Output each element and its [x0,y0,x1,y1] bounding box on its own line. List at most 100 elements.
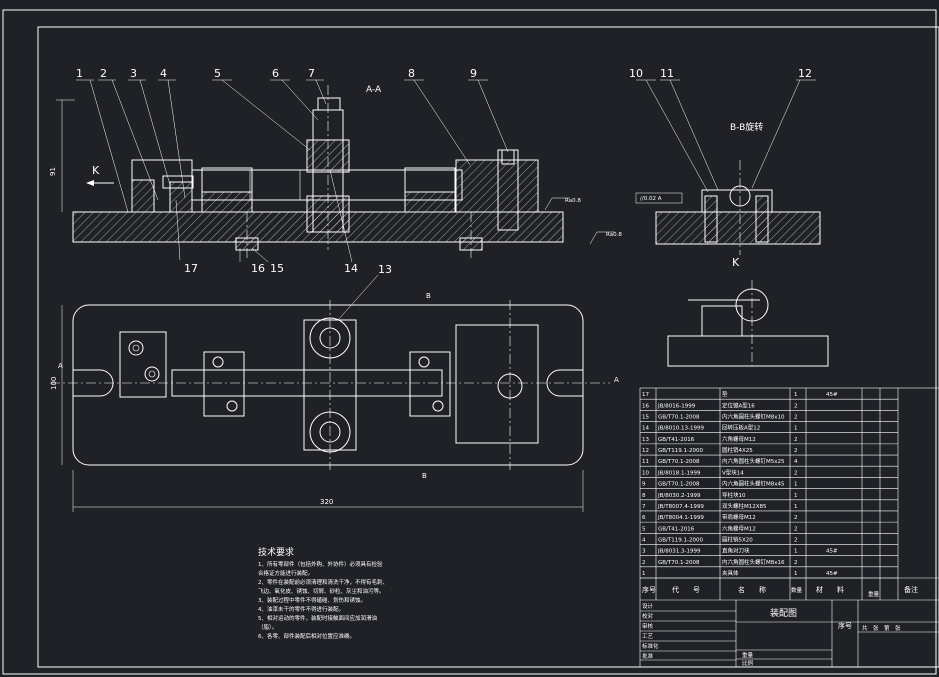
plan-slot-right [546,369,583,397]
plan-base [72,304,584,466]
plan-label-a-right: A [614,376,619,384]
balloon-6: 6 [272,67,279,80]
bom-cell-qty: 1 [794,482,798,488]
bom-cell-name: 内六角圆柱头螺钉M8x45 [722,480,785,488]
balloon-15: 15 [270,262,284,275]
bom-cell-qty: 2 [794,403,798,409]
roughness-1-symbol [544,197,570,211]
tech-line-9: 6、各零、部件装配后相对位置应准确。 [258,632,355,640]
bb-block-hatch-r [755,195,769,243]
balloon-8: 8 [408,67,415,80]
sheet-outer-frame [2,9,937,675]
balloon-13: 13 [378,263,392,276]
knife-block-hatch [131,179,155,213]
guide-bolt-head [501,149,515,165]
section-bb-label: B-B旋转 [730,121,763,133]
leader-5 [221,79,311,151]
v-block-left-hatch [201,191,253,213]
bom-cell-name: 垫 [722,390,728,398]
bom-cell-no: 3 [642,549,646,555]
bom-h-no: 序号 [642,585,656,594]
bom-cell-code: GB/T41-2016 [658,437,695,443]
section-bb-view: B-B旋转 //0.02 A K [635,121,821,269]
balloon-9: 9 [470,67,477,80]
balloon-14: 14 [344,262,358,275]
roughness-2-symbol [589,231,615,245]
tech-line-1: 1、所有零部件（包括外购、外协件）必须具有检验 [258,560,383,568]
bom-cell-no: 13 [642,437,649,443]
bom-cell-code: JB/T8004.1-1999 [657,515,704,521]
bom-cell-name: 内六角圆柱头螺钉M5x25 [722,457,785,465]
leader-10 [645,79,709,193]
bom-cell-qty: 2 [794,448,798,454]
tb-sheet: 共 张 第 张 [862,624,901,632]
bom-cell-qty: 1 [794,571,798,577]
tb-title: 装配图 [770,607,797,619]
bom-cell-name: 带肩螺母M12 [722,513,756,521]
leader-14 [329,169,353,263]
dim-100-text: 100 [50,377,58,390]
tech-line-5: 3、装配过程中零件不得磕碰、划伤和锈蚀。 [258,596,366,604]
knife-block-hatch-2 [169,181,193,213]
bom-cell-no: 6 [642,515,646,521]
leader-8 [413,79,471,166]
stud-top-nut [317,97,341,111]
tech-requirements: 技术要求 1、所有零部件（包括外购、外协件）必须具有检验 合格证方能进行装配。 … [258,546,388,640]
bom-cell-qty: 2 [794,515,798,521]
bom-cell-code: GB/T70.1-2008 [658,415,700,421]
tb-scale-label: 比例 [742,659,754,667]
plan-shaft [171,369,443,397]
bom-h-code: 代 号 [672,585,700,594]
balloon-7: 7 [308,67,315,80]
tb-left-0: 设计 [642,602,654,610]
bom-cell-name: 导柱块10 [722,491,746,499]
plan-view: A A B B 100 320 [50,292,619,512]
view-k-label: K [732,256,740,269]
plan-v-right-hole-1 [418,356,430,368]
bom-cell-code: JB/8018.1-1999 [657,470,701,476]
plan-v-block-left [203,351,245,417]
v-block-right-hatch [404,191,456,213]
tech-line-6: 4、油漆未干的零件不得进行装配。 [258,605,344,613]
dim-91-text: 91 [49,167,57,176]
plan-knife-hole-1 [128,340,144,356]
bom-cell-qty: 2 [794,470,798,476]
plan-knife-block [119,331,167,398]
bom-cell-qty: 2 [794,415,798,421]
gdt-frame [635,192,683,204]
balloon-3: 3 [130,67,137,80]
tb-left-3: 工艺 [642,633,654,640]
knife-insert [162,175,194,189]
bom-h-note: 备注 [904,585,918,594]
plan-guide-block [455,324,539,444]
bom-cell-no: 17 [642,392,649,398]
bom-cell-qty: 2 [794,560,798,566]
roughness-1: Ra0.8 [565,198,581,204]
bom-cell-name: 定位键A型16 [722,401,755,409]
bom-cell-no: 1 [642,571,646,577]
plan-slot-left [73,369,114,397]
tech-line-7: 5、相对运动的零件，装配时接触面间应加润滑油 [258,614,378,622]
balloon-4: 4 [160,67,167,80]
tb-left-1: 校对 [642,612,654,620]
bom-cell-no: 8 [642,493,646,499]
bom-cell-code: JB/T8007.4-1999 [657,504,704,510]
bom-cell-name: 内六角圆柱头螺钉M8x10 [722,413,785,421]
k-view-block [701,305,743,337]
bom-cell-no: 14 [642,426,649,432]
k-arrow-label: K [92,164,100,177]
leader-13 [337,274,379,321]
bom-cell-no: 15 [642,415,649,421]
tech-line-8: （脂）。 [258,623,277,631]
bom-h-qty: 数量 [791,586,803,594]
tb-seq-label: 序号 [838,621,852,630]
plan-label-b-top: B [426,292,431,300]
bom-cell-qty: 1 [794,426,798,432]
bom-h-weight: 重量 [868,590,880,598]
balloon-17: 17 [184,262,198,275]
bom-cell-name: 夹具体 [722,569,739,577]
balloon-16: 16 [251,262,265,275]
bom-cell-code: GB/T41-2016 [658,526,695,532]
tb-weight-label: 重量 [742,651,754,659]
